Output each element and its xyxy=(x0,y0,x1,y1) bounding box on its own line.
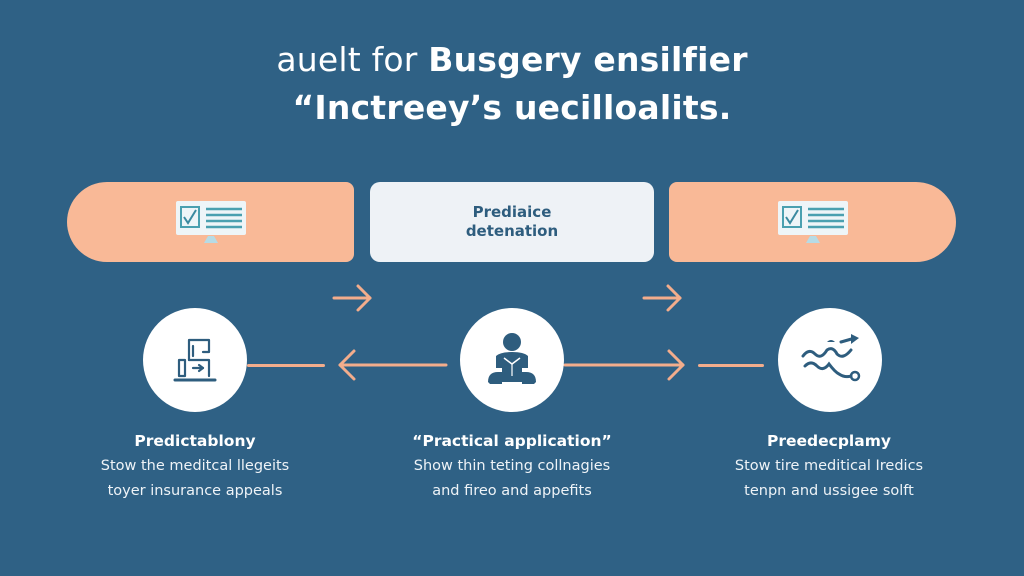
step-3-description-line-2: tenpn and ussigee solft xyxy=(744,483,914,499)
step-3-heading: Preedecplamy xyxy=(767,432,891,450)
card-middle-label-line-2: detenation xyxy=(465,222,559,240)
arrow-right-icon xyxy=(332,284,372,312)
step-2-heading: “Practical application” xyxy=(412,432,612,450)
step-1-description-line-2: toyer insurance appeals xyxy=(107,483,283,499)
monitor-checklist-icon xyxy=(776,199,850,245)
step-2-text: “Practical application” Show thin teting… xyxy=(367,428,657,504)
wave-arrow-icon xyxy=(801,334,861,382)
monitor-checklist-icon xyxy=(174,199,248,245)
card-middle-label-line-1: Prediaice xyxy=(472,203,552,221)
card-middle: Prediaice detenation xyxy=(370,182,654,262)
step-1-heading: Predictablony xyxy=(134,432,256,450)
title-line-2: “Inctreey’s uecilloalits. xyxy=(292,88,732,127)
step-1-text: Predictablony Stow the meditcal llegeits… xyxy=(50,428,340,504)
arrow-right-icon xyxy=(563,349,685,381)
step-3-description-line-1: Stow tire meditical Iredics xyxy=(734,458,924,474)
title-line-1-bold: Busgery ensilfier xyxy=(428,40,748,79)
title-line-1: auelt for Busgery ensilfier xyxy=(0,36,1024,84)
step-3-circle xyxy=(778,308,882,412)
connector-line xyxy=(247,364,325,367)
person-reading-icon xyxy=(488,333,536,384)
card-right xyxy=(669,182,956,262)
card-left xyxy=(67,182,354,262)
connector-line xyxy=(698,364,764,367)
card-middle-label: Prediaice detenation xyxy=(466,203,558,241)
document-transfer-icon xyxy=(173,338,217,382)
step-2-description-line-1: Show thin teting collnagies xyxy=(413,458,611,474)
arrow-left-icon xyxy=(338,349,448,381)
title-line-1-prefix: auelt for xyxy=(276,40,429,79)
arrow-right-icon xyxy=(642,284,682,312)
step-1-description-line-1: Stow the meditcal llegeits xyxy=(100,458,290,474)
step-3-text: Preedecplamy Stow tire meditical Iredics… xyxy=(684,428,974,504)
diagram-title: auelt for Busgery ensilfier “Inctreey’s … xyxy=(0,36,1024,132)
step-1-circle xyxy=(143,308,247,412)
step-2-description-line-2: and fireo and appefits xyxy=(432,483,592,499)
step-2-circle xyxy=(460,308,564,412)
